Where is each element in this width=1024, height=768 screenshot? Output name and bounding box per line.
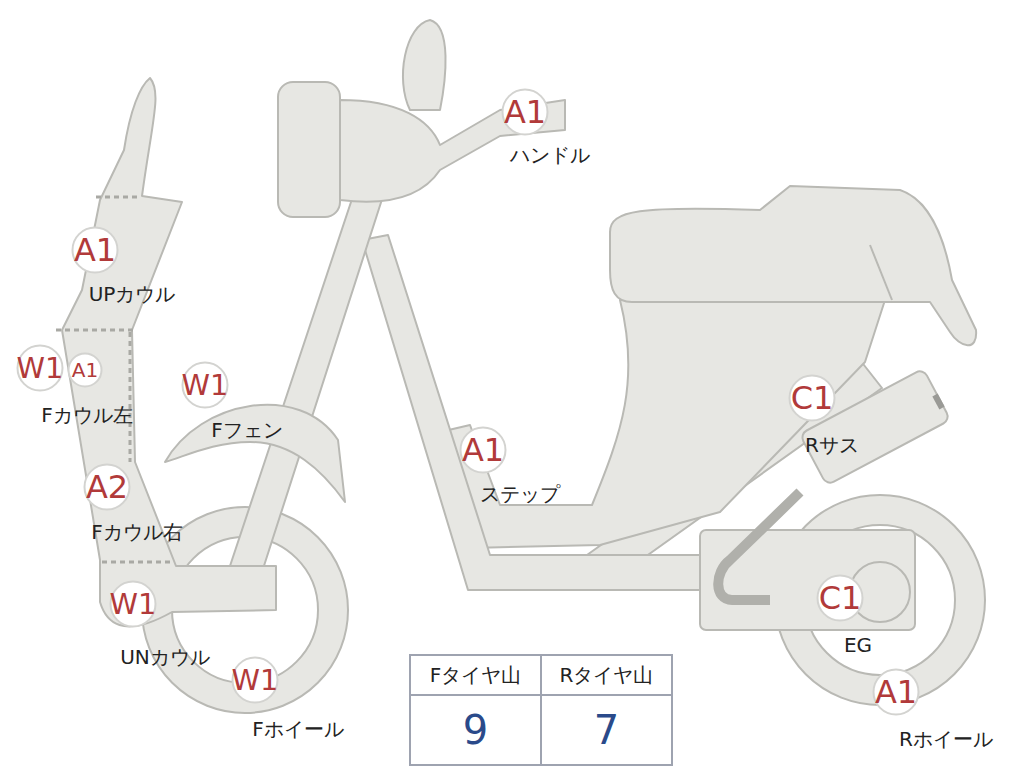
engine	[700, 530, 915, 630]
table-value: 7	[542, 696, 671, 764]
seat-seam	[870, 245, 892, 300]
part-name: ハンドル	[510, 144, 590, 166]
damage-code: C1	[816, 574, 864, 622]
damage-code: A1	[459, 426, 507, 474]
cowl-seam	[129, 332, 132, 462]
circle-shape	[790, 376, 835, 421]
table-value: 9	[411, 696, 540, 764]
cowl-seam	[102, 561, 172, 564]
damage-code: A1	[67, 352, 103, 388]
circle-shape	[69, 354, 102, 387]
headlight	[278, 82, 340, 217]
steering-column	[228, 190, 385, 572]
damage-code: W1	[109, 580, 157, 628]
callout-circle: W1Fホイール	[231, 656, 279, 704]
damage-code: A1	[71, 226, 119, 274]
front-fender	[165, 405, 345, 502]
shock-bolt	[935, 395, 942, 408]
damage-code: C1	[788, 374, 836, 422]
callout-circle: A1Rホイール	[872, 668, 920, 716]
damage-code: A2	[83, 463, 131, 511]
table-header: Fタイヤ山	[411, 656, 540, 694]
part-name: Fカウル左	[41, 404, 133, 426]
mirror	[403, 20, 446, 110]
damage-code: W1	[231, 656, 279, 704]
callout-circle: A1ハンドル	[501, 88, 549, 136]
damage-code: W1	[16, 344, 64, 392]
circle-shape	[73, 228, 118, 273]
circle-shape	[874, 670, 919, 715]
part-name: ステップ	[480, 483, 560, 505]
circle-shape	[233, 658, 278, 703]
part-name: EG	[844, 634, 872, 656]
callout-circle: W1Fカウル左	[16, 344, 64, 392]
part-name: UNカウル	[120, 646, 210, 668]
circle-shape	[85, 465, 130, 510]
circle-shape	[183, 363, 228, 408]
callout-circle: W1Fフェン	[181, 361, 229, 409]
callout-circle: A1ステップ	[459, 426, 507, 474]
part-name: Fホイール	[252, 718, 344, 740]
exhaust-pipe	[718, 492, 800, 600]
part-name: UPカウル	[89, 283, 176, 305]
damage-code: A1	[501, 88, 549, 136]
table-rule	[540, 655, 542, 765]
circle-shape	[461, 428, 506, 473]
callout-circle: A1	[67, 352, 103, 388]
part-name: Fカウル右	[91, 521, 183, 543]
table-header: Rタイヤ山	[542, 656, 671, 694]
circle-shape	[18, 346, 63, 391]
cowl-seam	[96, 196, 140, 199]
seat	[610, 186, 976, 345]
callout-circle: A1UPカウル	[71, 226, 119, 274]
damage-code: W1	[181, 361, 229, 409]
callout-circle: C1EG	[816, 574, 864, 622]
cowl-seam	[56, 329, 136, 332]
circle-shape	[111, 582, 156, 627]
callout-circle: C1Rサス	[788, 374, 836, 422]
callout-circle: A2Fカウル右	[83, 463, 131, 511]
part-name: Fフェン	[211, 419, 283, 441]
tread-table	[410, 655, 672, 765]
damage-code: A1	[872, 668, 920, 716]
part-name: Rホイール	[899, 728, 993, 750]
part-name: Rサス	[805, 434, 859, 456]
circle-shape	[818, 576, 863, 621]
circle-shape	[503, 90, 548, 135]
front-cowl	[62, 78, 276, 626]
callout-circle: W1UNカウル	[109, 580, 157, 628]
